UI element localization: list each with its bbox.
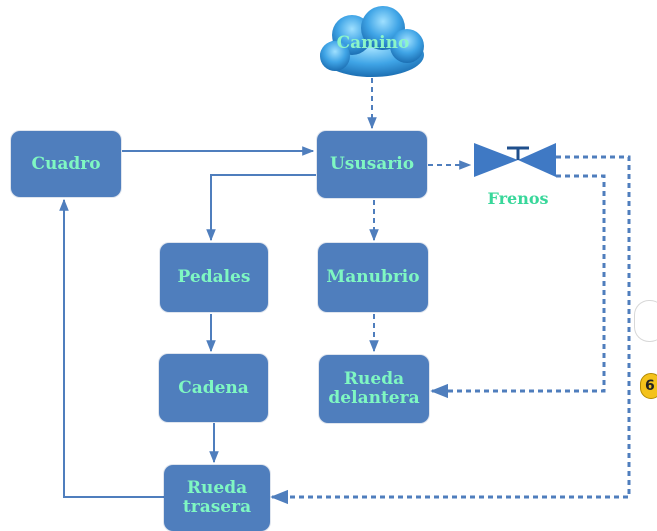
connector-rueda-trasera-cuadro (59, 198, 164, 498)
node-cadena: Cadena (159, 354, 268, 422)
connector-usuario-pedales (206, 174, 316, 242)
node-manubrio: Manubrio (318, 243, 428, 312)
connector-frenos-rueda-delantera (430, 174, 606, 399)
node-usuario: Ususario (317, 131, 427, 198)
cloud-shape (320, 6, 424, 77)
node-rueda-delantera: Rueda delantera (319, 355, 429, 423)
node-rueda-trasera: Rueda trasera (164, 465, 270, 531)
node-manubrio-label: Manubrio (326, 267, 420, 288)
node-cuadro-label: Cuadro (31, 153, 101, 174)
node-rueda-delantera-label: Rueda delantera (328, 369, 420, 408)
page-badge[interactable]: 6 (640, 373, 657, 399)
node-pedales-label: Pedales (177, 267, 251, 288)
badge-ring (634, 300, 657, 342)
page-badge-number: 6 (645, 378, 655, 394)
frenos-label: Frenos (487, 189, 549, 208)
node-usuario-label: Ususario (329, 154, 415, 175)
camino-label: Camino (336, 33, 410, 53)
connector-frenos-rueda-trasera (270, 155, 631, 505)
node-cuadro: Cuadro (11, 131, 121, 197)
valve-icon (474, 143, 556, 177)
node-cadena-label: Cadena (178, 377, 249, 398)
node-pedales: Pedales (160, 243, 268, 312)
node-rueda-trasera-label: Rueda trasera (182, 478, 252, 517)
